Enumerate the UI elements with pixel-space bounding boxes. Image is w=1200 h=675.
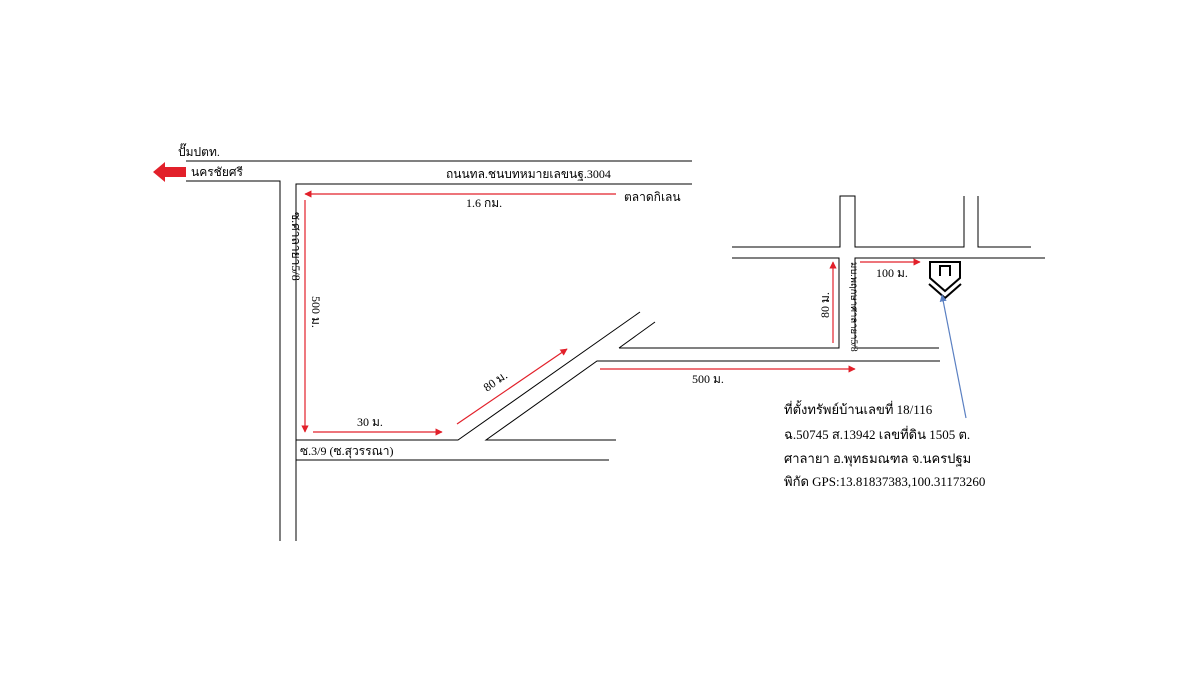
pointer-line [939,294,967,419]
soi-3-9-north-edge [295,184,641,441]
distance-30: 30 ม. [357,415,383,429]
distance-500-horizontal: 500 ม. [692,372,724,386]
left-arrow-icon [153,162,186,182]
village-soi-east-edge [854,257,1045,349]
village-label: มบ.พฤกษาศาลายา5/8 [848,262,858,352]
property-info-line-3: ศาลายา อ.พุทธมณฑล จ.นครปฐม [784,451,971,467]
property-info-line-2: ฉ.50745 ส.13942 เลขที่ดิน 1505 ต. [784,426,970,442]
upper-road-left [732,195,965,248]
market-label: ตลาดกิเลน [624,190,681,204]
house-pin-icon [928,261,962,300]
main-road-south-edge-left [186,180,281,541]
gas-station-label: ปั๊มปตท. [178,143,220,159]
diagonal-road-south-edge [484,360,940,441]
soi-salaya-label: ซ.ศาลายา5/8 [289,212,303,281]
distance-1-6km: 1.6 กม. [466,196,502,210]
main-road-label: ถนนทล.ชนบทหมายเลขนฐ.3004 [446,167,611,181]
soi-salaya-east-edge [295,183,692,541]
property-info: ที่ตั้งทรัพย์บ้านเลขที่ 18/116 ฉ.50745 ส… [784,400,985,489]
nakhon-chai-si-label: นครชัยศรี [191,165,243,179]
upper-road-right [977,196,1031,248]
route-arrow-80-diagonal [456,348,568,425]
distance-100: 100 ม. [876,266,908,280]
roads [186,160,1045,541]
distance-80-vertical: 80 ม. [818,292,832,318]
diagonal-road-north-edge [618,321,656,349]
property-info-line-4: พิกัด GPS:13.81837383,100.31173260 [784,474,985,489]
soi-3-9-south-edge [295,459,609,541]
soi-3-9-label: ซ.3/9 (ซ.สุวรรณา) [300,444,393,459]
route-arrows [301,190,921,436]
distance-500-vertical: 500 ม. [309,296,323,328]
property-info-line-1: ที่ตั้งทรัพย์บ้านเลขที่ 18/116 [784,400,933,417]
village-soi-west-edge [619,257,840,349]
